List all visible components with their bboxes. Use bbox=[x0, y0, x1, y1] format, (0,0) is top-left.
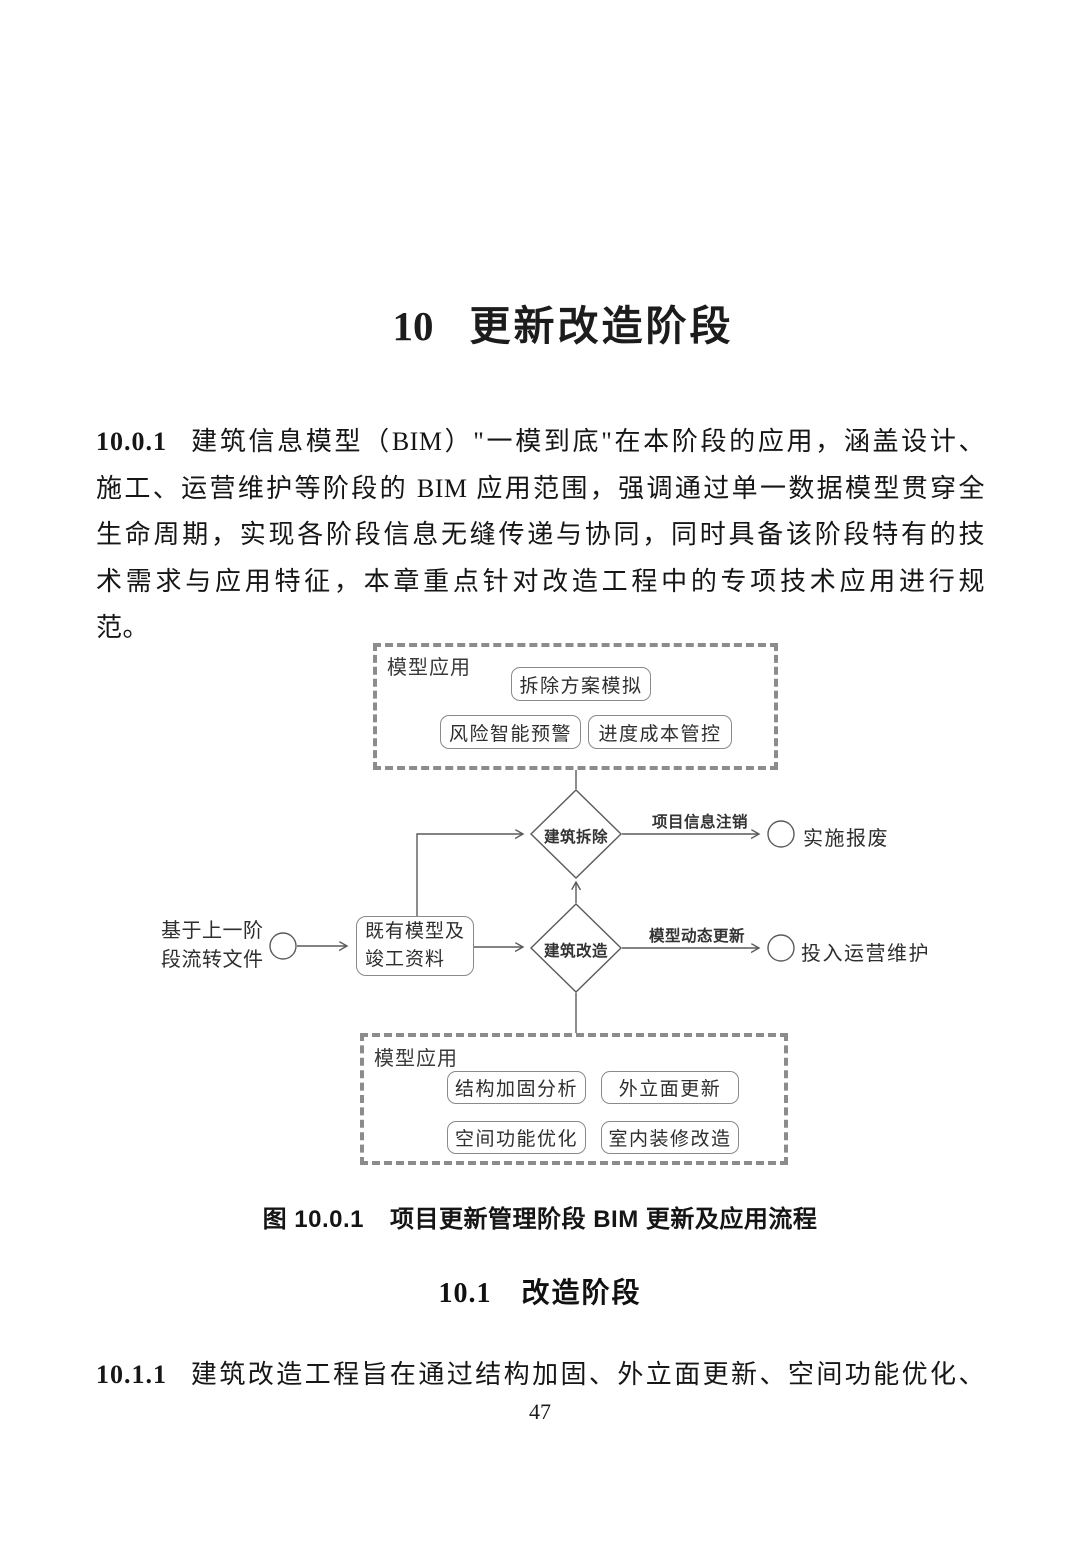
start-circle bbox=[269, 932, 297, 960]
para-line: 术需求与应用特征，本章重点针对改造工程中的专项技术应用进行规 bbox=[96, 566, 985, 596]
end-label-scrap: 实施报废 bbox=[803, 828, 889, 850]
node-structural-reinforcement-analysis: 结构加固分析 bbox=[447, 1071, 586, 1104]
group-label-bottom: 模型应用 bbox=[374, 1048, 458, 1070]
edge-label-model-dynamic-update: 模型动态更新 bbox=[649, 928, 746, 945]
model-application-group-bottom bbox=[360, 1033, 788, 1165]
model-application-group-top bbox=[373, 643, 778, 770]
end-circle-demolish bbox=[767, 820, 795, 848]
paragraph-10-0-1: 10.0.1 建筑信息模型（BIM）"一模到底"在本阶段的应用，涵盖设计、 施工、… bbox=[96, 419, 985, 652]
edge-label-project-info-cancel: 项目信息注销 bbox=[652, 814, 749, 831]
end-circle-renovate bbox=[767, 934, 795, 962]
connector-source-demolish bbox=[416, 834, 523, 917]
decision-label-demolish: 建筑拆除 bbox=[543, 829, 608, 846]
node-demolition-plan-simulation: 拆除方案模拟 bbox=[511, 667, 651, 701]
node-existing-model-asbuilt: 既有模型及 竣工资料 bbox=[356, 916, 474, 976]
page-number: 47 bbox=[529, 1399, 551, 1424]
clause-number: 10.1.1 bbox=[96, 1360, 167, 1389]
para-text: 建筑信息模型（BIM）"一模到底"在本阶段的应用，涵盖设计、 bbox=[189, 427, 985, 456]
para-line: 10.1.1 建筑改造工程旨在通过结构加固、外立面更新、空间功能优化、 bbox=[96, 1352, 985, 1399]
figure-caption-number: 图 10.0.1 bbox=[262, 1206, 365, 1233]
end-label-operation-maintenance: 投入运营维护 bbox=[801, 943, 930, 965]
clause-number: 10.0.1 bbox=[96, 427, 167, 456]
section-title: 10.1 改造阶段 bbox=[0, 1271, 1080, 1311]
node-risk-smart-warning: 风险智能预警 bbox=[440, 715, 581, 749]
group-label-top: 模型应用 bbox=[387, 657, 471, 679]
para-line: 施工、运营维护等阶段的 BIM 应用范围，强调通过单一数据模型贯穿全 bbox=[96, 473, 985, 503]
para-line: 范。 bbox=[96, 613, 150, 642]
node-facade-update: 外立面更新 bbox=[601, 1071, 739, 1104]
para-line: 生命周期，实现各阶段信息无缝传递与协同，同时具备该阶段特有的技 bbox=[96, 520, 985, 549]
chapter-title: 10 更新改造阶段 bbox=[0, 292, 1080, 352]
section-number: 10.1 bbox=[438, 1278, 492, 1309]
paragraph-10-1-1: 10.1.1 建筑改造工程旨在通过结构加固、外立面更新、空间功能优化、 bbox=[96, 1352, 985, 1399]
node-schedule-cost-control: 进度成本管控 bbox=[588, 715, 732, 749]
chapter-number: 10 bbox=[392, 303, 434, 349]
start-label: 基于上一阶 段流转文件 bbox=[161, 920, 264, 971]
para-text: 建筑改造工程旨在通过结构加固、外立面更新、空间功能优化、 bbox=[189, 1360, 985, 1389]
node-interior-renovation: 室内装修改造 bbox=[601, 1121, 739, 1154]
chapter-title-text: 更新改造阶段 bbox=[469, 303, 734, 349]
para-line: 10.0.1 建筑信息模型（BIM）"一模到底"在本阶段的应用，涵盖设计、 bbox=[96, 419, 985, 466]
figure-caption-text: 项目更新管理阶段 BIM 更新及应用流程 bbox=[390, 1206, 818, 1233]
section-title-text: 改造阶段 bbox=[521, 1277, 642, 1308]
node-space-function-optimization: 空间功能优化 bbox=[447, 1121, 586, 1154]
decision-label-renovate: 建筑改造 bbox=[543, 943, 608, 960]
figure-caption: 图 10.0.1 项目更新管理阶段 BIM 更新及应用流程 bbox=[0, 1199, 1080, 1234]
